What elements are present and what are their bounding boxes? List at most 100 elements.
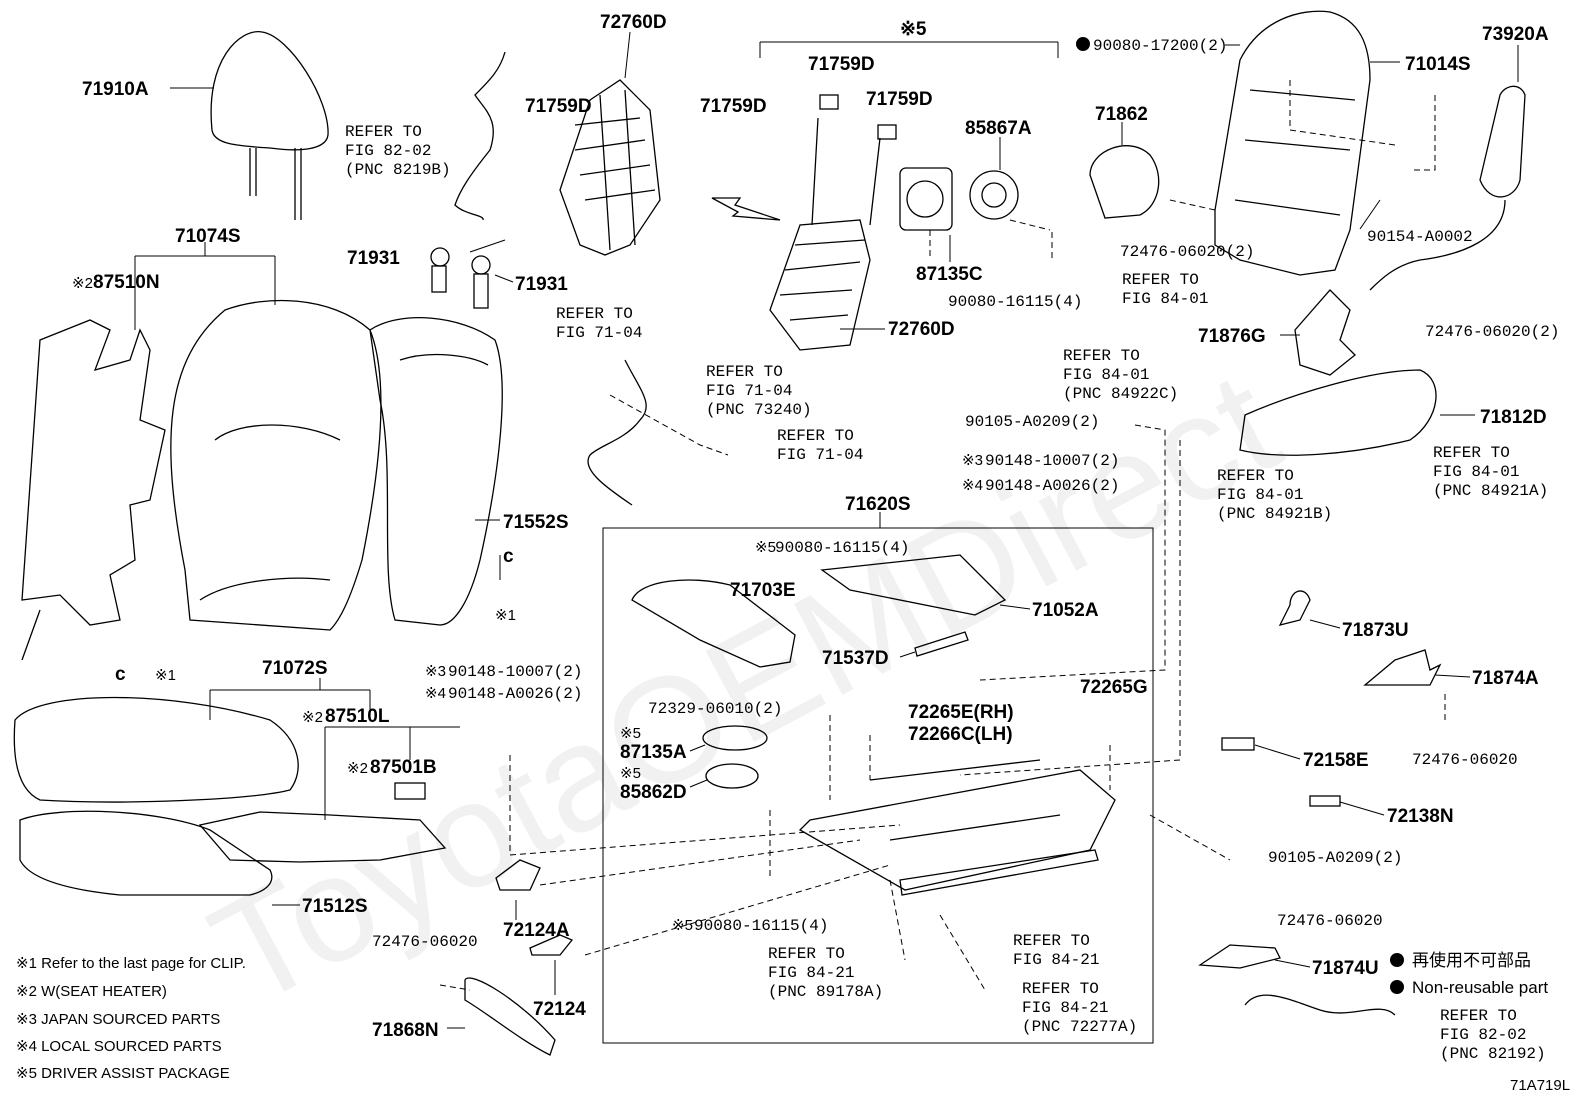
label-71876g[interactable]: 71876G xyxy=(1198,326,1266,347)
harness-71-04-drawing xyxy=(587,359,647,506)
label-72158e[interactable]: 72158E xyxy=(1303,750,1369,771)
label-87510l[interactable]: 87510L xyxy=(325,706,390,727)
refer-84-21-pnc-89178a[interactable]: REFER TO FIG 84-21 (PNC 89178A) xyxy=(768,945,883,1001)
label-87510n[interactable]: 87510N xyxy=(93,272,160,293)
label-87501b[interactable]: 87501B xyxy=(370,757,437,778)
label-72476-06020-a[interactable]: 72476-06020(2) xyxy=(1120,243,1254,261)
label-72476-06020-b[interactable]: 72476-06020(2) xyxy=(1425,323,1559,341)
label-72760d-top[interactable]: 72760D xyxy=(600,12,667,33)
label-71868n[interactable]: 71868N xyxy=(372,1020,439,1041)
label-90148-a0026-b[interactable]: 90148-A0026(2) xyxy=(448,685,582,703)
label-72476-06020-e[interactable]: 72476-06020 xyxy=(1277,912,1383,930)
mark-1-a: ※1 xyxy=(495,607,516,624)
label-85862d[interactable]: 85862D xyxy=(620,782,687,803)
refer-84-01-a[interactable]: REFER TO FIG 84-01 xyxy=(1122,271,1208,308)
speaker-drawing xyxy=(969,170,1019,220)
refer-84-01-pnc-84921a[interactable]: REFER TO FIG 84-01 (PNC 84921A) xyxy=(1433,444,1548,500)
label-72265e[interactable]: 72265E(RH) xyxy=(908,702,1014,723)
label-90148-10007-b[interactable]: 90148-10007(2) xyxy=(448,663,582,681)
mark-5-d: ※5 xyxy=(672,917,693,934)
refer-84-01-pnc-84921b[interactable]: REFER TO FIG 84-01 (PNC 84921B) xyxy=(1217,467,1332,523)
label-90105-a0209-b[interactable]: 90105-A0209(2) xyxy=(1268,849,1402,867)
label-71759d-a[interactable]: 71759D xyxy=(525,96,592,117)
footnotes: ※1 Refer to the last page for CLIP. ※2 W… xyxy=(16,955,246,1082)
label-87135c[interactable]: 87135C xyxy=(916,264,983,285)
label-87135a[interactable]: 87135A xyxy=(620,742,687,763)
refer-line: FIG 82-02 xyxy=(1440,1026,1526,1044)
label-72124[interactable]: 72124 xyxy=(533,999,586,1020)
seatback-frame-drawing xyxy=(1214,10,1371,276)
label-71759d-d[interactable]: 71759D xyxy=(866,89,933,110)
refer-84-21-pnc-72277a[interactable]: REFER TO FIG 84-21 (PNC 72277A) xyxy=(1022,980,1137,1036)
label-72476-06020-d[interactable]: 72476-06020 xyxy=(372,933,478,951)
label-71703e[interactable]: 71703E xyxy=(730,580,796,601)
part-72158e-drawing xyxy=(1221,737,1255,751)
seat-cushion-pad-drawing xyxy=(19,810,273,896)
footnote-1: ※1 Refer to the last page for CLIP. xyxy=(16,955,246,972)
label-72329-06010[interactable]: 72329-06010(2) xyxy=(648,700,782,718)
label-72266c[interactable]: 72266C(LH) xyxy=(908,724,1013,745)
label-73920a[interactable]: 73920A xyxy=(1482,24,1549,45)
refer-line: FIG 84-21 xyxy=(1013,951,1099,969)
label-90148-a0026-a[interactable]: 90148-A0026(2) xyxy=(985,477,1119,495)
non-reusable-marker-90080-17200 xyxy=(1076,37,1090,51)
refer-line: (PNC 84921A) xyxy=(1433,482,1548,500)
label-72124a[interactable]: 72124A xyxy=(503,920,570,941)
label-71759d-c[interactable]: 71759D xyxy=(808,54,875,75)
label-71537d[interactable]: 71537D xyxy=(822,648,889,669)
refer-line: (PNC 84921B) xyxy=(1217,505,1332,523)
label-71512s[interactable]: 71512S xyxy=(302,896,368,917)
label-71072s[interactable]: 71072S xyxy=(262,658,328,679)
label-71874u[interactable]: 71874U xyxy=(1312,958,1379,979)
label-72476-06020-c[interactable]: 72476-06020 xyxy=(1412,751,1518,769)
label-71873u[interactable]: 71873U xyxy=(1342,620,1409,641)
label-90080-17200[interactable]: 90080-17200(2) xyxy=(1093,37,1227,55)
label-71052a[interactable]: 71052A xyxy=(1032,600,1099,621)
part-71874u-drawing xyxy=(1198,944,1281,969)
label-90154-a0002[interactable]: 90154-A0002 xyxy=(1367,228,1473,246)
refer-line: FIG 84-01 xyxy=(1217,486,1303,504)
label-71910a[interactable]: 71910A xyxy=(82,79,149,100)
clip-71931a-drawing xyxy=(430,247,450,267)
label-90105-a0209-a[interactable]: 90105-A0209(2) xyxy=(965,413,1099,431)
label-71620s[interactable]: 71620S xyxy=(845,494,911,515)
direction-arrow-drawing xyxy=(711,197,781,221)
box-71620s xyxy=(602,512,1154,1044)
label-71759d-b[interactable]: 71759D xyxy=(700,96,767,117)
refer-line: FIG 84-01 xyxy=(1122,290,1208,308)
label-71931-a[interactable]: 71931 xyxy=(347,248,400,269)
wire-spring-drawing xyxy=(559,79,661,256)
label-71552s[interactable]: 71552S xyxy=(503,512,569,533)
label-71014s[interactable]: 71014S xyxy=(1405,54,1471,75)
label-71862[interactable]: 71862 xyxy=(1095,104,1148,125)
mark-3-b: ※3 xyxy=(425,663,446,680)
label-71931-b[interactable]: 71931 xyxy=(515,274,568,295)
cushion-heater-drawing xyxy=(198,811,447,863)
refer-84-21-a[interactable]: REFER TO FIG 84-21 xyxy=(1013,932,1099,969)
refer-82-02-pnc-82192[interactable]: REFER TO FIG 82-02 (PNC 82192) xyxy=(1440,1007,1546,1063)
legend-jp: 再使用不可部品 xyxy=(1412,950,1531,970)
refer-line: FIG 84-01 xyxy=(1063,366,1149,384)
label-72138n[interactable]: 72138N xyxy=(1387,806,1454,827)
refer-line: REFER TO xyxy=(1217,467,1294,485)
refer-71-04-a[interactable]: REFER TO FIG 71-04 xyxy=(556,305,642,342)
label-90080-16115-c[interactable]: 90080-16115(4) xyxy=(694,917,828,935)
label-72760d-bot[interactable]: 72760D xyxy=(888,319,955,340)
mark-5-top: ※5 xyxy=(900,19,927,40)
label-90080-16115-a[interactable]: 90080-16115(4) xyxy=(948,293,1082,311)
part-71874a-drawing xyxy=(1363,649,1442,686)
refer-82-02-harness[interactable]: REFER TO FIG 82-02 (PNC 8219B) xyxy=(345,123,451,179)
label-71874a[interactable]: 71874A xyxy=(1472,668,1539,689)
mark-2-b: ※2 xyxy=(302,709,323,726)
refer-71-04-b[interactable]: REFER TO FIG 71-04 xyxy=(777,427,863,464)
label-85867a[interactable]: 85867A xyxy=(965,118,1032,139)
label-72265g[interactable]: 72265G xyxy=(1080,677,1148,698)
refer-71-04-pnc-73240[interactable]: REFER TO FIG 71-04 (PNC 73240) xyxy=(706,363,812,419)
clip-71931a-shank-drawing xyxy=(431,265,447,293)
label-90080-16115-b[interactable]: 90080-16115(4) xyxy=(775,539,909,557)
label-71812d[interactable]: 71812D xyxy=(1480,407,1547,428)
refer-84-01-pnc-84922c[interactable]: REFER TO FIG 84-01 (PNC 84922C) xyxy=(1063,347,1178,403)
label-71074s[interactable]: 71074S xyxy=(175,226,241,247)
refer-line: REFER TO xyxy=(345,123,422,141)
label-90148-10007-a[interactable]: 90148-10007(2) xyxy=(985,452,1119,470)
